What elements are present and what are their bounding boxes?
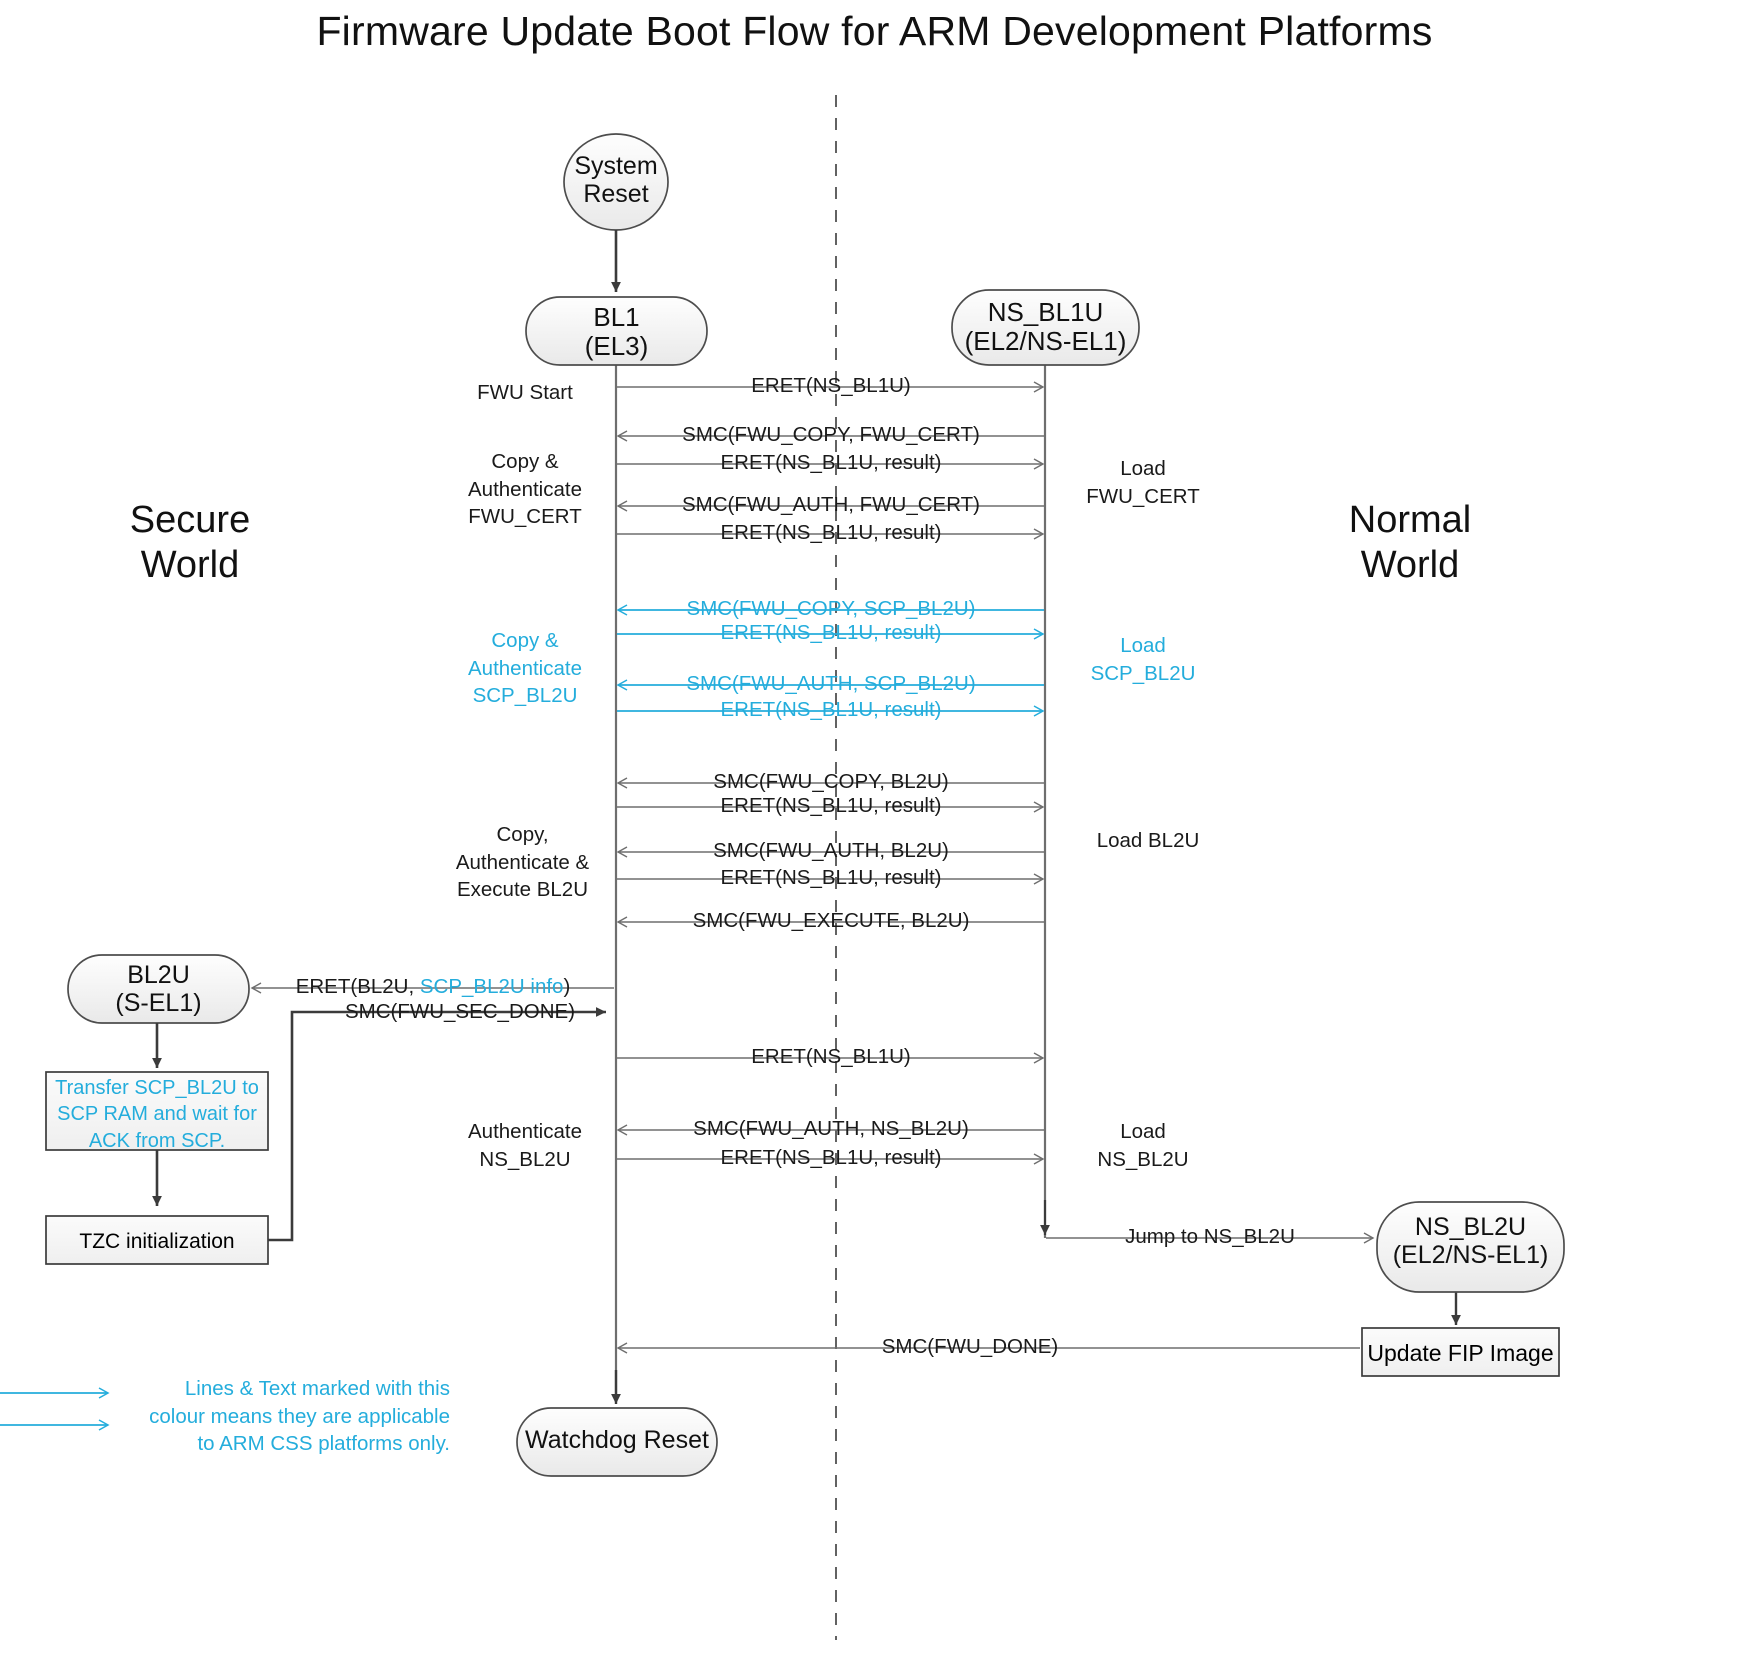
side-auth-nsbl2u-l2: NS_BL2U: [479, 1147, 571, 1171]
msg-label-m10: SMC(FWU_COPY, BL2U): [713, 770, 949, 793]
node-bl2u: [67, 954, 250, 1024]
secure-world-line1: Secure: [129, 499, 251, 541]
side-label-load-scpbl2u: Load SCP_BL2U: [1058, 632, 1228, 687]
msg-label-m8: SMC(FWU_AUTH, SCP_BL2U): [686, 672, 976, 695]
msg-label-m15: ERET(BL2U, SCP_BL2U info): [255, 975, 611, 999]
msg-label-m19: ERET(NS_BL1U, result): [720, 1146, 942, 1169]
legend-text: Lines & Text marked with this colour mea…: [140, 1375, 450, 1458]
side-label-copy-auth-scpbl2u: Copy & Authenticate SCP_BL2U: [440, 627, 610, 710]
msg-label-m9: ERET(NS_BL1U, result): [720, 698, 942, 721]
side-load-cert-l1: Load: [1120, 457, 1166, 480]
side-label-auth-nsbl2u: Authenticate NS_BL2U: [440, 1118, 610, 1173]
msg-label-m12: SMC(FWU_AUTH, BL2U): [713, 839, 949, 862]
secure-world-line2: World: [140, 543, 240, 586]
box-tzc-init-label: TZC initialization: [46, 1228, 268, 1256]
side-label-load-bl2u: Load BL2U: [1096, 829, 1200, 852]
normal-world-line2: World: [1360, 543, 1460, 586]
box-transfer-line1: Transfer SCP_BL2U to: [55, 1077, 259, 1099]
normal-world-line1: Normal: [1348, 499, 1472, 541]
msg-label-m13: ERET(NS_BL1U, result): [720, 866, 942, 889]
box-tzc-init: [45, 1215, 269, 1265]
side-copy-auth-scp-l2: Authenticate: [468, 656, 582, 680]
side-copy-auth-exec-l1: Copy,: [496, 823, 549, 846]
side-copy-auth-scp-l3: SCP_BL2U: [472, 684, 578, 708]
msg-m15-tail: ): [563, 975, 571, 998]
side-load-scp-l2: SCP_BL2U: [1090, 661, 1196, 685]
side-load-cert-l2: FWU_CERT: [1086, 484, 1200, 508]
node-ns-bl1u: [951, 289, 1140, 366]
side-label-load-fwucert: Load FWU_CERT: [1058, 455, 1228, 510]
side-label-copy-auth-exec-bl2u: Copy, Authenticate & Execute BL2U: [430, 821, 615, 904]
side-label-load-nsbl2u: Load NS_BL2U: [1058, 1118, 1228, 1173]
side-load-nsbl2u-l1: Load: [1120, 1120, 1166, 1143]
msg-label-m14: SMC(FWU_EXECUTE, BL2U): [692, 909, 970, 932]
side-load-nsbl2u-l2: NS_BL2U: [1097, 1147, 1189, 1171]
normal-world-label: Normal World: [1280, 498, 1540, 588]
msg-m15-head: ERET(BL2U,: [295, 975, 420, 998]
legend-line1: Lines & Text marked with this: [184, 1377, 450, 1400]
side-copy-auth-exec-l2: Authenticate &: [455, 850, 590, 874]
box-update-fip-line1: Update FIP Image: [1367, 1340, 1554, 1366]
side-copy-auth-cert-l2: Authenticate: [468, 477, 582, 501]
msg-label-m3: ERET(NS_BL1U, result): [720, 451, 942, 474]
side-copy-auth-cert-l1: Copy &: [491, 450, 559, 473]
page-title: Firmware Update Boot Flow for ARM Develo…: [316, 8, 1433, 54]
legend-line2: colour means they are applicable: [149, 1404, 450, 1428]
msg-label-m16: SMC(FWU_SEC_DONE): [344, 1000, 576, 1023]
msg-label-m2: SMC(FWU_COPY, FWU_CERT): [682, 423, 980, 446]
side-auth-nsbl2u-l1: Authenticate: [468, 1120, 582, 1143]
node-watchdog-reset: [516, 1407, 718, 1477]
msg-label-m4: SMC(FWU_AUTH, FWU_CERT): [682, 493, 980, 516]
legend-line3: to ARM CSS platforms only.: [197, 1432, 450, 1456]
msg-label-m7: ERET(NS_BL1U, result): [720, 621, 942, 644]
msg-label-m1: ERET(NS_BL1U): [751, 374, 911, 397]
msg-m15-cyan: SCP_BL2U info: [419, 975, 564, 998]
connector-tzc-to-secdone: [268, 1007, 606, 1242]
box-transfer-line3: ACK from SCP.: [88, 1129, 226, 1152]
side-label-copy-auth-fwucert: Copy & Authenticate FWU_CERT: [440, 448, 610, 531]
side-copy-auth-cert-l3: FWU_CERT: [468, 505, 582, 529]
msg-label-m17: ERET(NS_BL1U): [751, 1045, 911, 1068]
node-bl1: [525, 296, 708, 366]
side-load-scp-l1: Load: [1120, 634, 1166, 657]
box-transfer-scp-label: Transfer SCP_BL2U to SCP RAM and wait fo…: [46, 1075, 268, 1154]
node-system-reset: [563, 133, 669, 231]
msg-label-m11: ERET(NS_BL1U, result): [720, 794, 942, 817]
secure-world-label: Secure World: [60, 498, 320, 588]
side-label-fwu-start: FWU Start: [477, 381, 573, 404]
side-copy-auth-exec-l3: Execute BL2U: [456, 878, 589, 902]
box-transfer-line2: SCP RAM and wait for: [57, 1103, 257, 1126]
box-tzc-line1: TZC initialization: [79, 1230, 235, 1253]
msg-label-m21: SMC(FWU_DONE): [881, 1335, 1059, 1358]
msg-label-m20: Jump to NS_BL2U: [1125, 1225, 1295, 1248]
side-copy-auth-scp-l1: Copy &: [491, 629, 559, 652]
box-update-fip-label: Update FIP Image: [1362, 1338, 1559, 1368]
node-ns-bl2u: [1376, 1201, 1565, 1293]
msg-label-m18: SMC(FWU_AUTH, NS_BL2U): [693, 1117, 969, 1140]
msg-label-m6: SMC(FWU_COPY, SCP_BL2U): [686, 597, 976, 620]
box-update-fip: [1361, 1327, 1560, 1377]
msg-label-m5: ERET(NS_BL1U, result): [720, 521, 942, 544]
